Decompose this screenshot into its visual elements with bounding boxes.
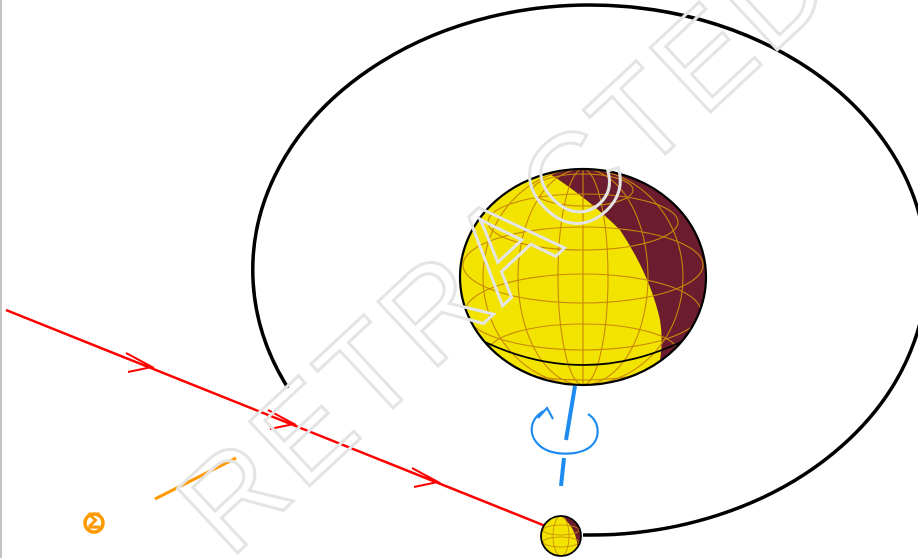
rotation-arrow — [530, 406, 599, 455]
ray-arrow-1 — [125, 352, 155, 373]
light-ray — [5, 308, 549, 529]
orbit-path — [251, 3, 918, 537]
planet-small — [540, 515, 582, 557]
sigma-symbol: Σ — [86, 510, 101, 535]
sigma-label: Σ — [83, 510, 105, 535]
sigma-line — [154, 456, 237, 501]
rotation-axis — [559, 385, 577, 487]
ray-arrow-3 — [411, 467, 441, 488]
planet-large — [458, 167, 708, 387]
ray-arrow-2 — [267, 409, 297, 430]
